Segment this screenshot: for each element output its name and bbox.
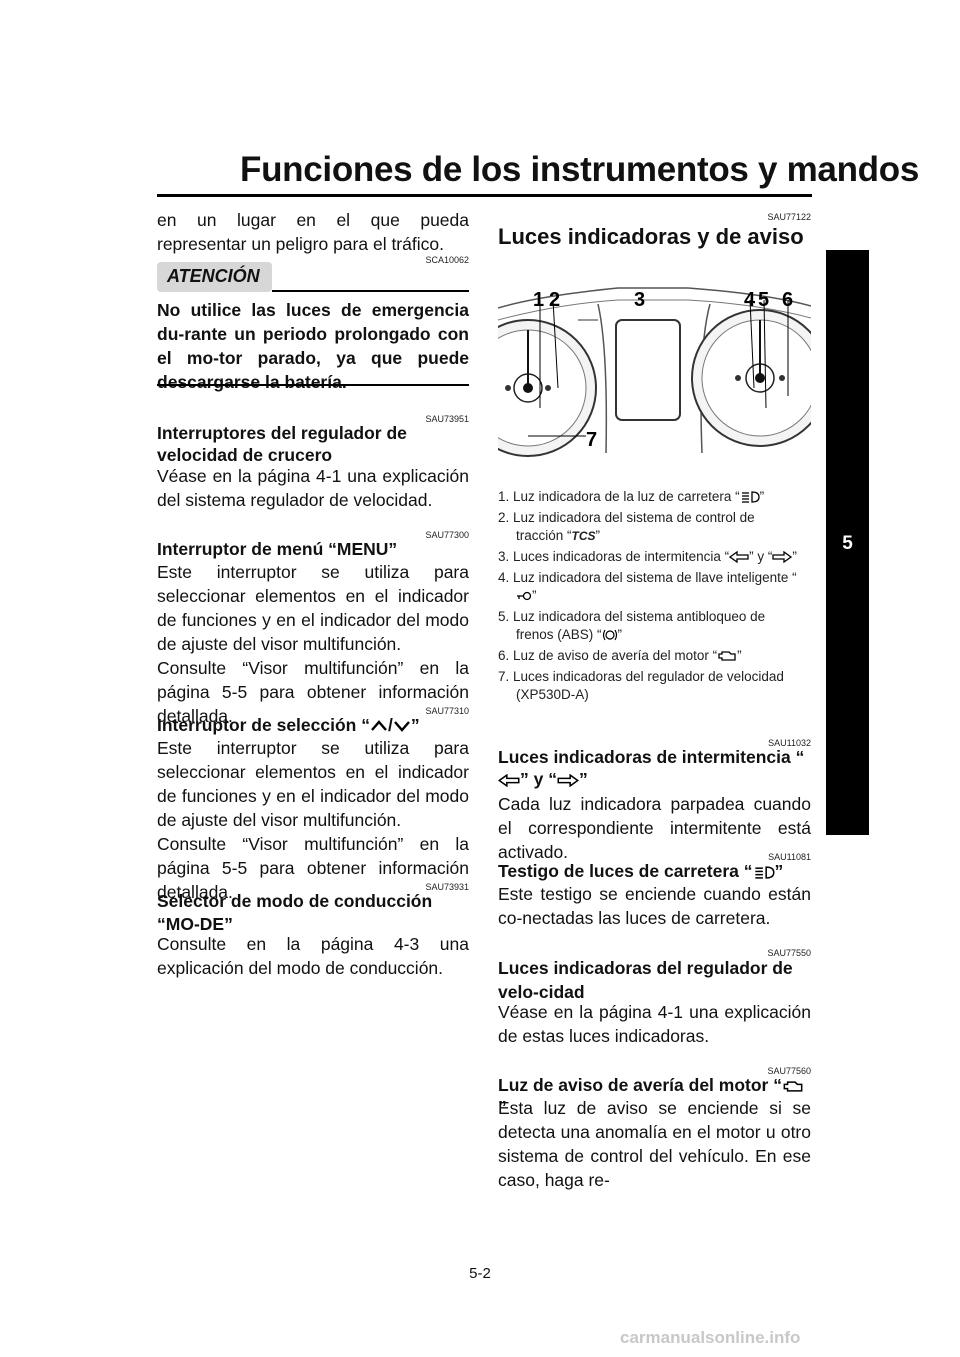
turn-left-icon xyxy=(498,773,520,787)
caution-end-rule xyxy=(157,384,469,386)
left-column: en un lugar en el que pueda representar … xyxy=(157,208,469,256)
chevron-up-icon xyxy=(371,720,387,732)
s1-heading: Interruptores del regulador de velocidad… xyxy=(157,423,407,465)
legend-item-7: 7. Luces indicadoras del regulador de ve… xyxy=(498,669,784,702)
intro-paragraph: en un lugar en el que pueda representar … xyxy=(157,210,469,254)
caution-label: ATENCIÓN xyxy=(167,266,260,286)
chapter-tab: 5 xyxy=(826,250,869,835)
turn-right-icon xyxy=(557,773,579,787)
high-beam-icon xyxy=(741,491,760,504)
callout-6: 6 xyxy=(782,289,793,311)
s1-body: Véase en la página 4-1 una explicación d… xyxy=(157,466,469,510)
caution-label-box: ATENCIÓN xyxy=(157,262,272,292)
turn-right-icon xyxy=(772,551,793,564)
left-gauge xyxy=(498,319,597,457)
s3-body-2: Consulte “Visor multifunción” en la pági… xyxy=(157,834,469,902)
r1-code: SAU11032 xyxy=(768,738,811,748)
page-number: 5-2 xyxy=(469,1265,491,1282)
turn-left-icon xyxy=(729,551,749,564)
legend-item-2: 2. Luz indicadora del sistema de control… xyxy=(498,510,755,543)
chevron-down-icon xyxy=(393,721,410,733)
chapter-tab-number: 5 xyxy=(842,533,853,554)
callout-4: 4 xyxy=(744,289,756,311)
caution-text: No utilice las luces de emergencia du-ra… xyxy=(157,300,469,392)
r4-code: SAU77560 xyxy=(767,1066,811,1076)
r4-heading: Luz de aviso de avería del motor “” xyxy=(498,1074,811,1118)
callout-5: 5 xyxy=(758,289,769,311)
legend-item-4: 4. Luz indicadora del sistema de llave i… xyxy=(498,570,797,603)
legend-item-3: 3. Luces indicadoras de intermitencia “”… xyxy=(498,549,797,564)
s4-heading: Selector de modo de conducción “MO-DE” xyxy=(157,891,433,934)
r3-code: SAU77550 xyxy=(767,948,811,958)
s3-heading: Interruptor de selección “/” xyxy=(157,715,420,735)
r2-code: SAU11081 xyxy=(768,852,811,862)
page-title: Funciones de los instrumentos y mandos xyxy=(240,150,919,189)
legend-item-5: 5. Luz indicadora del sistema antibloque… xyxy=(498,609,766,642)
high-beam-icon xyxy=(754,866,775,879)
r2-body: Este testigo se enciende cuando están co… xyxy=(498,884,811,928)
s3-code: SAU77310 xyxy=(425,706,469,716)
abs-icon xyxy=(602,630,617,641)
main-code: SAU77122 xyxy=(767,212,811,222)
s2-body-2: Consulte “Visor multifunción” en la pági… xyxy=(157,658,469,726)
s3-body-1: Este interruptor se utiliza para selecci… xyxy=(157,738,469,830)
r3-heading: Luces indicadoras del regulador de velo-… xyxy=(498,958,793,1002)
tcs-icon: TCS xyxy=(571,529,596,543)
s2-code: SAU77300 xyxy=(425,530,469,540)
engine-warning-icon xyxy=(783,1081,803,1092)
legend-item-1: 1. Luz indicadora de la luz de carretera… xyxy=(498,489,765,504)
r1-heading: Luces indicadoras de intermitencia “” y … xyxy=(498,747,805,789)
section-heading: Luces indicadoras y de aviso xyxy=(498,224,804,249)
callout-7: 7 xyxy=(586,429,597,451)
r3-body: Véase en la página 4-1 una explicación d… xyxy=(498,1002,811,1046)
caution-rule xyxy=(272,290,469,292)
s4-code: SAU73931 xyxy=(425,882,469,892)
s2-body-1: Este interruptor se utiliza para selecci… xyxy=(157,562,469,654)
watermark: carmanualsonline.info xyxy=(620,1328,801,1347)
legend-item-6: 6. Luz de aviso de avería del motor “” xyxy=(498,648,742,663)
right-gauge xyxy=(691,309,811,447)
caution-code: SCA10062 xyxy=(425,255,469,265)
callout-1: 1 xyxy=(533,289,544,311)
s1-code: SAU73951 xyxy=(425,414,469,424)
figure-legend: 1. Luz indicadora de la luz de carretera… xyxy=(498,488,798,707)
r4-body: Esta luz de aviso se enciende si se dete… xyxy=(498,1098,811,1190)
r2-heading: Testigo de luces de carretera “” xyxy=(498,861,784,881)
s2-heading: Interruptor de menú “MENU” xyxy=(157,539,398,559)
callout-2: 2 xyxy=(549,289,560,311)
r1-body: Cada luz indicadora parpadea cuando el c… xyxy=(498,794,811,862)
s4-body: Consulte en la página 4-3 una explicació… xyxy=(157,934,469,978)
smart-key-icon xyxy=(517,592,532,601)
instrument-cluster-figure: 1 2 3 4 5 6 7 xyxy=(498,287,811,457)
engine-warning-icon xyxy=(718,651,736,662)
callout-3: 3 xyxy=(634,289,645,311)
title-rule xyxy=(157,194,812,197)
